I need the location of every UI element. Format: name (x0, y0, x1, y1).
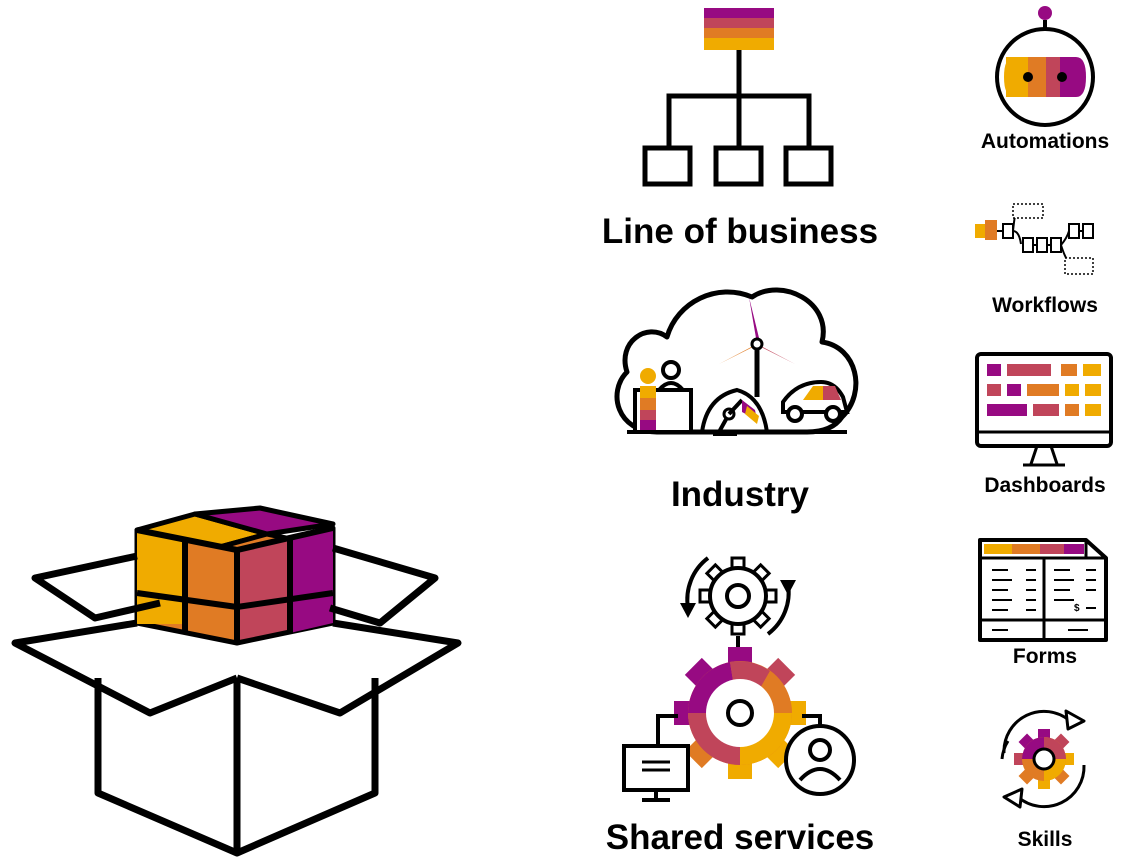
category-label-industry: Industry (670, 475, 810, 514)
open-box-with-cube-icon (11, 505, 462, 857)
content-label-skills: Skills (1017, 828, 1073, 851)
shared-services-gears-icon (622, 556, 856, 802)
industry-cloud-icon (614, 287, 859, 436)
gear-cycle-icon (1000, 709, 1086, 809)
content-label-forms: Forms (1012, 645, 1078, 668)
robot-icon (995, 6, 1095, 127)
form-icon: $ (978, 538, 1108, 642)
svg-text:$: $ (1074, 603, 1080, 614)
category-label-line-of-business: Line of business (601, 212, 879, 251)
category-label-shared-services: Shared services (605, 818, 875, 857)
content-label-workflows: Workflows (992, 294, 1098, 317)
org-chart-icon (642, 8, 834, 187)
workflow-icon (975, 203, 1094, 275)
content-label-dashboards: Dashboards (984, 474, 1106, 497)
monitor-dashboard-icon (975, 352, 1113, 467)
content-label-automations: Automations (980, 130, 1110, 153)
